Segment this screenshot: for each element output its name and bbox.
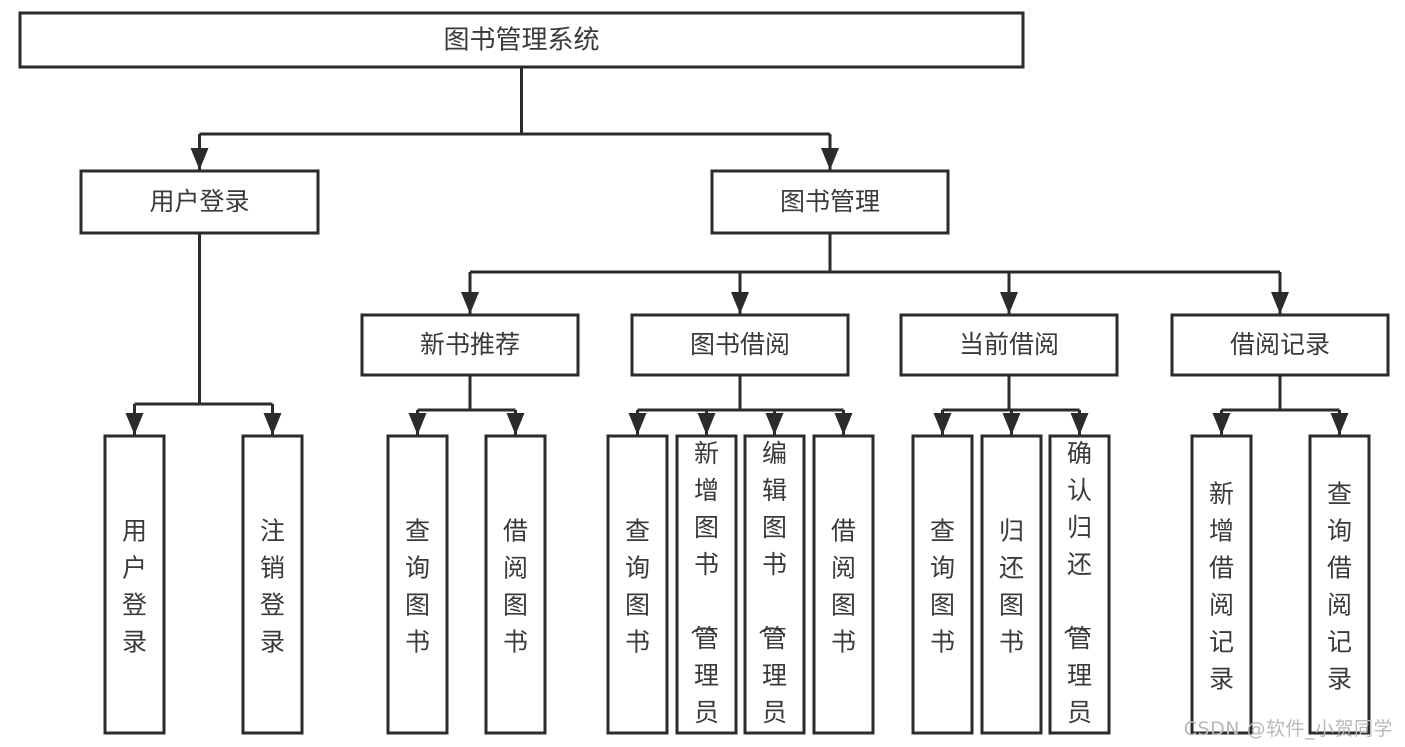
arrow-head-icon bbox=[190, 148, 209, 170]
leaf-node-借阅图书-rect bbox=[484, 434, 547, 735]
level3-node-图书借阅-rect bbox=[630, 313, 850, 377]
leaf-node-编辑图书（管理员）[interactable]: 编辑图书（管理员） bbox=[743, 434, 806, 747]
root-node-图书管理系统[interactable]: 图书管理系统 bbox=[18, 11, 1025, 69]
arrow-head-icon bbox=[506, 413, 525, 435]
arrow-head-icon bbox=[1070, 413, 1089, 435]
leaf-node-归还图书[interactable]: 归还图书 bbox=[980, 434, 1043, 735]
leaf-node-label: 编辑图书（管理员） bbox=[756, 439, 787, 747]
leaf-node-归还图书-rect bbox=[980, 434, 1043, 735]
leaf-node-注销登录[interactable]: 注销登录 bbox=[241, 434, 304, 735]
level2-node-图书管理-rect bbox=[710, 169, 950, 235]
leaf-node-新增图书（管理员）-rect bbox=[675, 434, 738, 735]
level2-node-label: 图书管理 bbox=[780, 187, 880, 216]
leaf-node-label: 查询图书 bbox=[405, 516, 430, 656]
leaf-node-新增借阅记录[interactable]: 新增借阅记录 bbox=[1190, 434, 1253, 735]
root-node-图书管理系统-rect bbox=[18, 11, 1025, 69]
arrow-head-icon bbox=[821, 148, 839, 170]
leaf-node-确认归还（管理员）-rect bbox=[1048, 434, 1111, 735]
level3-node-借阅记录[interactable]: 借阅记录 bbox=[1170, 313, 1390, 377]
leaf-node-label: 查询图书 bbox=[625, 516, 650, 656]
arrow-head-icon bbox=[263, 413, 282, 435]
level3-node-借阅记录-rect bbox=[1170, 313, 1390, 377]
leaf-node-新增借阅记录-rect bbox=[1190, 434, 1253, 735]
leaf-node-label: 新增图书（管理员） bbox=[688, 439, 719, 747]
arrow-head-icon bbox=[628, 413, 647, 435]
leaf-node-借阅图书-rect bbox=[812, 434, 875, 735]
leaf-node-label: 借阅图书 bbox=[503, 516, 528, 656]
leaf-node-确认归还（管理员）[interactable]: 确认归还（管理员） bbox=[1048, 434, 1111, 747]
leaf-node-查询图书-rect bbox=[606, 434, 669, 735]
leaf-node-查询借阅记录-rect bbox=[1308, 434, 1371, 735]
arrow-head-icon bbox=[834, 413, 853, 435]
leaf-node-借阅图书[interactable]: 借阅图书 bbox=[812, 434, 875, 735]
node-boxes: 图书管理系统用户登录图书管理新书推荐图书借阅当前借阅借阅记录用户登录注销登录查询… bbox=[18, 11, 1390, 747]
leaf-node-label: 用户登录 bbox=[122, 516, 147, 656]
level3-node-新书推荐[interactable]: 新书推荐 bbox=[360, 313, 580, 377]
level3-node-label: 图书借阅 bbox=[690, 330, 790, 359]
leaf-node-label: 归还图书 bbox=[999, 516, 1024, 656]
arrow-head-icon bbox=[731, 292, 749, 314]
arrow-head-icon bbox=[1271, 292, 1289, 314]
leaf-node-查询借阅记录[interactable]: 查询借阅记录 bbox=[1308, 434, 1371, 735]
connector-lines bbox=[125, 67, 1349, 435]
level2-node-label: 用户登录 bbox=[149, 187, 249, 216]
arrow-head-icon bbox=[1002, 413, 1021, 435]
leaf-node-用户登录[interactable]: 用户登录 bbox=[103, 434, 166, 735]
leaf-node-借阅图书[interactable]: 借阅图书 bbox=[484, 434, 547, 735]
level3-node-当前借阅-rect bbox=[899, 313, 1119, 377]
arrow-head-icon bbox=[697, 413, 716, 435]
leaf-node-label: 新增借阅记录 bbox=[1209, 479, 1234, 693]
leaf-node-用户登录-rect bbox=[103, 434, 166, 735]
leaf-node-查询图书-rect bbox=[911, 434, 974, 735]
level2-node-图书管理[interactable]: 图书管理 bbox=[710, 169, 950, 235]
leaf-node-label: 注销登录 bbox=[260, 516, 285, 656]
level2-node-用户登录-rect bbox=[79, 169, 320, 235]
level3-node-新书推荐-rect bbox=[360, 313, 580, 377]
arrow-head-icon bbox=[125, 413, 144, 435]
leaf-node-label: 确认归还（管理员） bbox=[1061, 439, 1092, 747]
arrow-head-icon bbox=[765, 413, 784, 435]
arrow-head-icon bbox=[1212, 413, 1231, 435]
level3-node-图书借阅[interactable]: 图书借阅 bbox=[630, 313, 850, 377]
leaf-node-label: 借阅图书 bbox=[831, 516, 856, 656]
leaf-node-新增图书（管理员）[interactable]: 新增图书（管理员） bbox=[675, 434, 738, 747]
leaf-node-查询图书[interactable]: 查询图书 bbox=[386, 434, 449, 735]
leaf-node-注销登录-rect bbox=[241, 434, 304, 735]
arrow-head-icon bbox=[1330, 413, 1349, 435]
leaf-node-查询图书[interactable]: 查询图书 bbox=[911, 434, 974, 735]
leaf-node-编辑图书（管理员）-rect bbox=[743, 434, 806, 735]
arrow-head-icon bbox=[408, 413, 427, 435]
leaf-node-label: 查询图书 bbox=[930, 516, 955, 656]
level3-node-当前借阅[interactable]: 当前借阅 bbox=[899, 313, 1119, 377]
watermark-text: CSDN @软件_小贺同学 bbox=[1183, 718, 1393, 740]
arrow-head-icon bbox=[1000, 292, 1018, 314]
level2-node-用户登录[interactable]: 用户登录 bbox=[79, 169, 320, 235]
level3-node-label: 借阅记录 bbox=[1230, 330, 1330, 359]
level3-node-label: 当前借阅 bbox=[959, 330, 1059, 359]
leaf-node-label: 查询借阅记录 bbox=[1327, 479, 1352, 693]
root-node-label: 图书管理系统 bbox=[443, 26, 599, 56]
level3-node-label: 新书推荐 bbox=[420, 330, 520, 359]
leaf-node-查询图书[interactable]: 查询图书 bbox=[606, 434, 669, 735]
leaf-node-查询图书-rect bbox=[386, 434, 449, 735]
arrow-head-icon bbox=[461, 292, 479, 314]
arrow-head-icon bbox=[933, 413, 952, 435]
